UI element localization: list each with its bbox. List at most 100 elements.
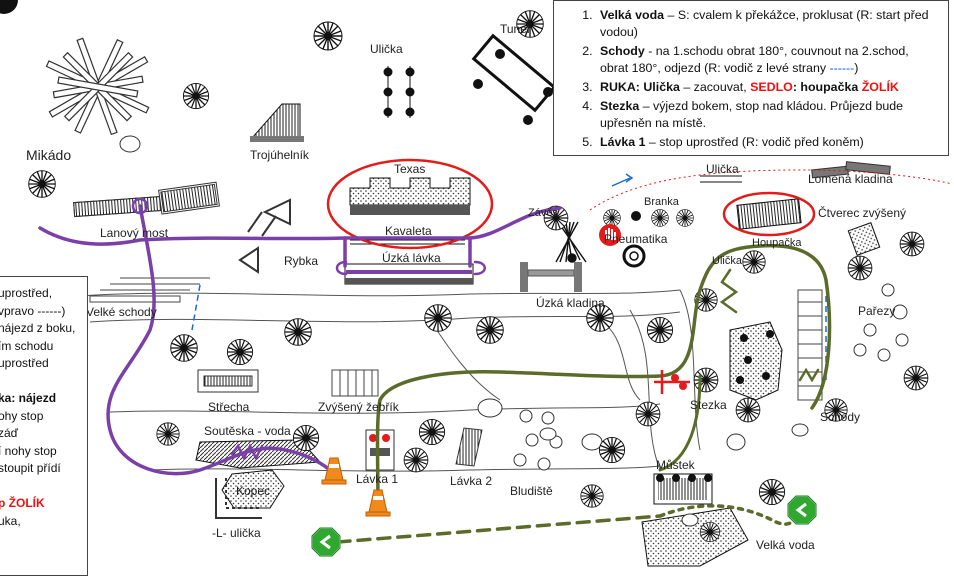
l-ulicka-obstacle: [215, 478, 262, 519]
ctverec-zvyseny-obstacle: [722, 191, 881, 256]
label-branka: Branka: [644, 196, 679, 208]
left-note-line: uprostřed: [0, 356, 49, 370]
label-stezka: Stezka: [690, 398, 727, 412]
label-l-ulicka: -L- ulička: [212, 526, 261, 540]
left-note-line: p ŽOLÍK: [0, 496, 45, 510]
bludiste-obstacle: [513, 409, 563, 471]
legend-sedlo: SEDLO: [750, 80, 793, 94]
left-note-line: ka: nájezd: [0, 391, 57, 405]
zaves-obstacle: [555, 221, 587, 263]
legend-item-text: – výjezd bokem, stop nad kládou. Průjezd…: [600, 99, 904, 130]
left-note-line: uka,: [0, 513, 21, 528]
label-velke-schody: Velké schody: [86, 305, 157, 319]
ulicka-top-posts: [383, 66, 415, 118]
legend-item-title: Velká voda: [600, 8, 665, 22]
left-note-line: ohy stop: [0, 408, 44, 423]
label-zaves: Závěs: [528, 207, 558, 219]
label-mikado: Mikádo: [26, 147, 72, 163]
lavka-1-obstacle: [365, 429, 395, 471]
label-lomena-kladina: Lomená kladina: [808, 172, 893, 186]
left-note-line: stoupit přídí: [0, 461, 61, 475]
texas-kavaleta-obstacle: [326, 158, 494, 250]
label-bludiste: Bludiště: [510, 484, 553, 498]
left-note-line: í nohy stop: [0, 443, 57, 458]
rocks: [119, 135, 809, 527]
kopec-obstacle: [221, 469, 285, 509]
label-rybka: Rybka: [284, 254, 319, 268]
label-schody: Schody: [820, 410, 861, 424]
label-lavka-1: Lávka 1: [356, 472, 399, 486]
terrain-lines: [79, 289, 701, 472]
label-kopec: Kopec: [236, 484, 271, 498]
left-note-line: nájezd z boku,: [0, 321, 76, 335]
label-lanovy-most: Lanový most: [100, 226, 169, 240]
mikado-obstacle: [45, 37, 150, 136]
label-pneumatika: Pneumatika: [604, 232, 668, 246]
left-note-box: uprostřed, vpravo ------) nájezd z boku,…: [0, 276, 88, 576]
rybka-obstacle: [238, 198, 291, 274]
left-note-line: [0, 478, 87, 496]
left-note-line: uprostřed,: [0, 286, 53, 300]
legend-item-text: – zacouvat,: [679, 80, 751, 94]
left-note-line: [0, 373, 87, 391]
label-zvyseny-zebrik: Zvýšený žebřík: [318, 400, 399, 414]
parezy-obstacle: [853, 283, 909, 362]
purple-route: [38, 197, 562, 476]
strecha-obstacle: [197, 369, 259, 393]
legend-item-5: Lávka 1 – stop uprostřed (R: vodič před …: [596, 134, 940, 151]
schody-obstacle: [797, 289, 827, 401]
lanovy-most-obstacle: [73, 181, 220, 218]
lomena-kladina-obstacle: [811, 161, 891, 179]
legend-item-title: Stezka: [600, 99, 640, 113]
label-ulicka-vertical: Ulička: [712, 255, 742, 267]
label-velka-voda: Velká voda: [756, 538, 815, 552]
label-lavka-2: Lávka 2: [450, 474, 493, 488]
label-ulicka-top: Ulička: [370, 42, 403, 56]
stezka-gate: [654, 370, 690, 394]
label-strecha: Střecha: [208, 400, 250, 414]
left-note-line: vpravo ------): [0, 303, 66, 318]
label-texas: Texas: [394, 162, 426, 176]
legend-item-tail: ): [854, 61, 859, 75]
houpacka-obstacle: [729, 321, 783, 401]
label-uzka-lavka: Úzká lávka: [382, 251, 441, 265]
zvyseny-zebrik-obstacle: [331, 369, 379, 397]
branka-obstacle: [599, 209, 694, 268]
left-note-line: ím schodu: [0, 338, 54, 353]
label-tunel: Tunel: [500, 22, 530, 36]
left-note-line: záď: [0, 426, 19, 440]
legend-item-text: – stop uprostřed (R: vodič před koněm): [645, 135, 864, 149]
label-ctverec: Čtverec zvýšený: [818, 206, 907, 220]
label-mustek: Můstek: [656, 458, 695, 472]
label-kavaleta: Kavaleta: [385, 224, 432, 238]
velka-voda-obstacle: [641, 507, 749, 567]
legend-zolik: ŽOLÍK: [861, 80, 899, 94]
uzka-kladina-obstacle: [520, 262, 582, 292]
legend-item-title: Schody: [600, 44, 645, 58]
label-souteska: Soutěska - voda: [204, 424, 291, 438]
label-trojuhelnik: Trojúhelník: [250, 148, 309, 162]
trojuhelnik-obstacle: [250, 103, 304, 142]
legend-item-2: Schody - na 1.schodu obrat 180°, couvnou…: [596, 43, 940, 77]
legend-item-text: – S: cvalem k překážce, proklusat (R: st…: [600, 8, 929, 39]
legend-item-title: Lávka 1: [600, 135, 646, 149]
legend-box: Velká voda – S: cvalem k překážce, prokl…: [553, 0, 949, 156]
ulicka-right-obstacle: [700, 175, 742, 183]
velke-schody-obstacle: [89, 277, 210, 331]
label-houpacka: Houpačka: [752, 237, 802, 249]
label-ulicka-right: Ulička: [706, 162, 739, 176]
legend-item-1: Velká voda – S: cvalem k překážce, prokl…: [596, 7, 940, 41]
label-parezy: Pařezy: [858, 304, 896, 318]
red-dotted-line: [589, 169, 953, 211]
legend-sedlo-text: : houpačka: [792, 80, 862, 94]
legend-item-text: - na 1.schodu obrat 180°, couvnout na 2.…: [600, 44, 909, 75]
legend-dash: ------: [829, 61, 855, 75]
legend-item-3: RUKA: Ulička – zacouvat, SEDLO: houpačka…: [596, 79, 940, 96]
label-uzka-kladina: Úzká kladina: [536, 296, 605, 310]
corner-marker: [0, 0, 18, 14]
legend-item-title: RUKA: Ulička: [600, 80, 680, 94]
mustek-obstacle: [653, 473, 713, 505]
legend-item-4: Stezka – výjezd bokem, stop nad kládou. …: [596, 98, 940, 132]
lavka-2-obstacle: [455, 427, 483, 467]
